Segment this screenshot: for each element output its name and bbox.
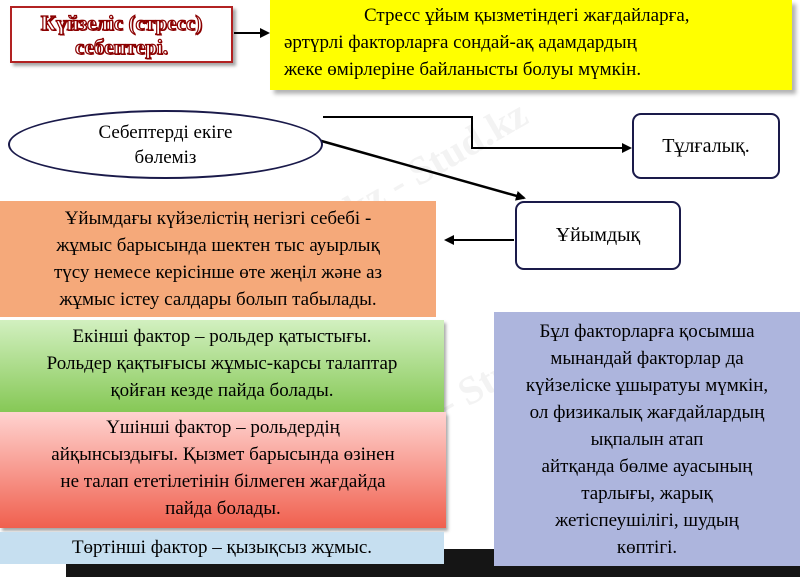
main-cause-line: жұмыс барысында шектен тыс ауырлық: [56, 235, 380, 256]
split-line: бөлеміз: [134, 146, 197, 168]
title-box: Күйзеліс (стресс) себептері.: [10, 6, 233, 63]
factor4-box: Төртінші фактор – қызықсыз жұмыс.: [0, 532, 444, 564]
main-cause-line: Ұйымдағы күйзелістің негізгі себебі -: [64, 208, 372, 229]
title-line: Күйзеліс (стресс): [40, 10, 203, 35]
additional-line: Бұл факторларға қосымша: [539, 321, 755, 342]
factor3-line: пайда болады.: [165, 498, 281, 519]
arrow-to-personal: [323, 116, 632, 153]
factor2-line: қойған кезде пайда болады.: [110, 380, 334, 401]
additional-line: тарлығы, жарық: [581, 483, 713, 504]
factor4-label: Төртінші фактор – қызықсыз жұмыс.: [71, 537, 373, 558]
factor3-line: айқынсыздығы. Қызмет барысында өзінен: [51, 444, 395, 465]
main-cause-line: түсу немесе керісінше өте жеңіл және аз: [53, 262, 383, 283]
additional-line: көптігі.: [616, 537, 678, 558]
personal-label: Тұлғалық.: [662, 134, 750, 157]
title-line: себептері.: [74, 34, 168, 59]
additional-line: жетіспеушілігі, шудың: [555, 510, 739, 531]
intro-line: әртүрлі факторларға сондай-ақ адамдардың: [284, 32, 637, 53]
factor3-line: Үшінші фактор – рольдердің: [106, 417, 340, 438]
main-cause-line: жұмыс істеу салдары болып табылады.: [59, 289, 377, 310]
personal-box: Тұлғалық.: [632, 113, 780, 179]
page-title: Күйзеліс (стресс) себептері.: [40, 10, 203, 59]
factor3-line: не талап ететілетінін білмеген жағдайда: [60, 471, 386, 492]
factor2-line: Екінші фактор – рольдер қатыстығы.: [72, 326, 372, 347]
factor2-line: Рольдер қақтығысы жұмыс-карсы талаптар: [46, 353, 398, 374]
additional-factors-box: Бұл факторларға қосымша мынандай факторл…: [494, 312, 800, 566]
organizational-label: Ұйымдық: [555, 224, 641, 246]
additional-line: ықпалын атап: [590, 429, 704, 450]
intro-line: жеке өмірлеріне байланысты болуы мүмкін.: [284, 59, 642, 80]
additional-line: мынандай факторлар да: [550, 348, 744, 369]
split-ellipse: Себептерді екіге бөлеміз: [8, 110, 323, 179]
split-line: Себептерді екіге: [98, 121, 233, 143]
additional-line: күйзеліске ұшыратуы мүмкін,: [525, 375, 769, 396]
intro-box: Стресс ұйым қызметіндегі жағдайларға, әр…: [270, 0, 792, 90]
additional-line: айтқанда бөлме ауасының: [541, 456, 753, 477]
arrow-to-organizational: [317, 138, 526, 201]
main-cause-box: Ұйымдағы күйзелістің негізгі себебі - жұ…: [0, 201, 436, 317]
factor3-box: Үшінші фактор – рольдердің айқынсыздығы.…: [0, 412, 446, 528]
intro-line: Стресс ұйым қызметіндегі жағдайларға,: [364, 5, 690, 26]
additional-line: ол физикалық жағдайлардың: [529, 402, 765, 423]
organizational-box: Ұйымдық: [515, 201, 681, 270]
factor2-box: Екінші фактор – рольдер қатыстығы. Рольд…: [0, 320, 444, 412]
